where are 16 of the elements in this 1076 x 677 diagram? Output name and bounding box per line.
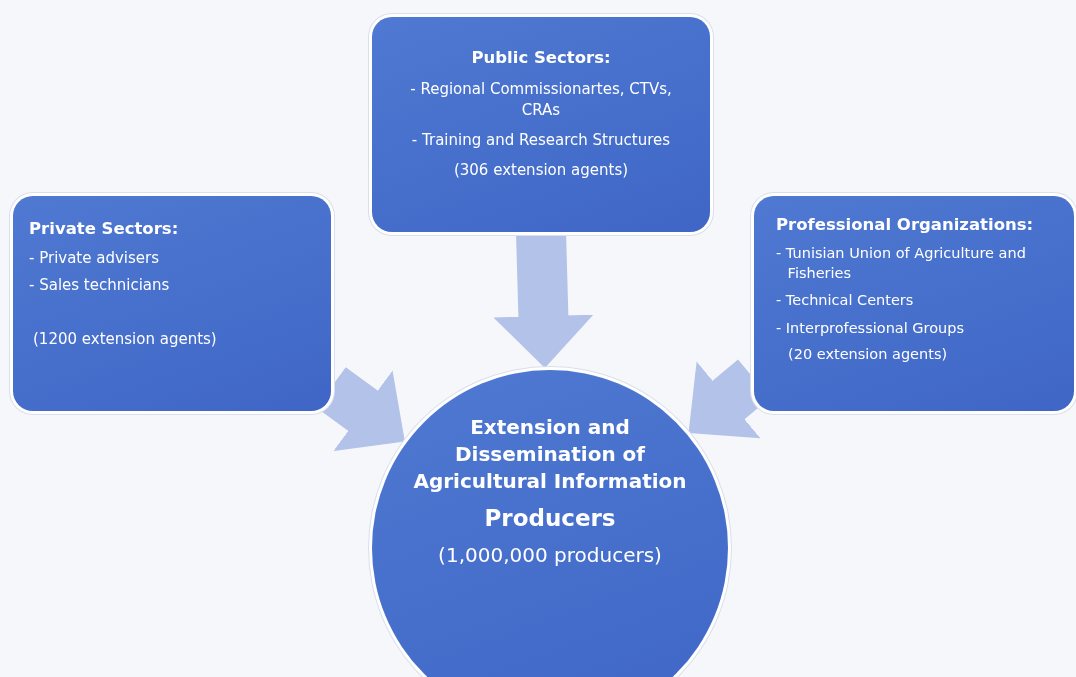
circle-subheading: Producers bbox=[483, 504, 617, 533]
box-heading: Public Sectors: bbox=[470, 47, 612, 69]
box-heading: Professional Organizations: bbox=[776, 214, 1035, 236]
list-item: - Tunisian Union of Agriculture and Fisheries bbox=[776, 244, 1027, 283]
list-item: - Regional Commissionartes, CTVs, CRAs bbox=[409, 79, 673, 120]
list-item: - Private advisers bbox=[29, 248, 161, 269]
list-item: - Sales technicians bbox=[29, 274, 171, 295]
list-item: - Training and Research Structures bbox=[410, 129, 672, 150]
agent-count: (1200 extension agents) bbox=[33, 328, 218, 349]
agent-count: (20 extension agents) bbox=[788, 344, 949, 364]
producer-count: (1,000,000 producers) bbox=[437, 542, 663, 570]
box-heading: Private Sectors: bbox=[29, 218, 180, 240]
circle-heading: Extension and Dissemination of Agricultural Information bbox=[412, 414, 688, 495]
agent-count: (306 extension agents) bbox=[452, 160, 630, 181]
list-item: - Interprofessional Groups bbox=[776, 318, 966, 338]
list-item: - Technical Centers bbox=[776, 291, 915, 311]
